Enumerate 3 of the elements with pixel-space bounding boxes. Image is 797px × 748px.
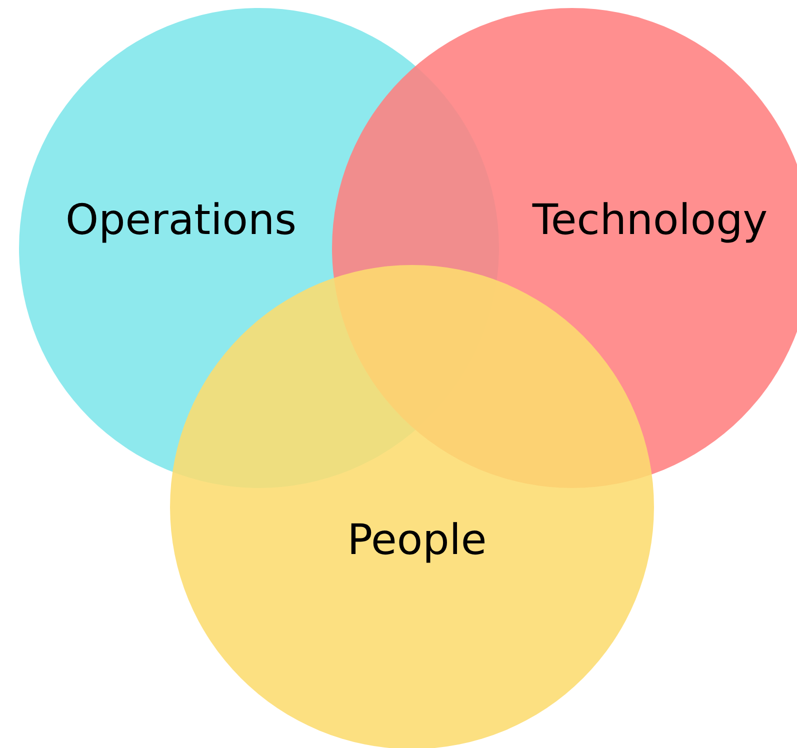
circle-label: People — [347, 519, 487, 561]
circle-label: Operations — [66, 199, 296, 241]
circle-label: Technology — [532, 199, 768, 241]
